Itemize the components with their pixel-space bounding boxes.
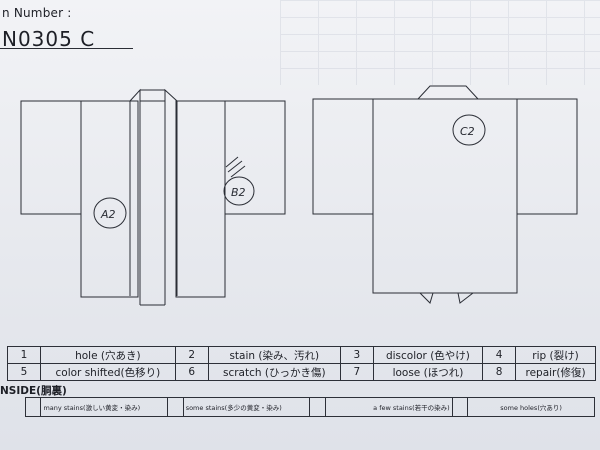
inside-level: some holes(穴あり) — [467, 397, 595, 417]
background-grid — [280, 0, 600, 85]
annotation-b2: B2 — [231, 186, 246, 199]
item-number-value: N0305 C — [2, 27, 96, 51]
legend-label: discolor (色やけ) — [372, 346, 484, 364]
legend-row: 5 color shifted(色移り) 6 scratch (ひっかき傷) 7… — [7, 363, 596, 381]
inside-level: a few stains(若干の染み) — [324, 397, 453, 417]
inside-level: some stains(多少の黄変・染み) — [182, 397, 311, 417]
legend-num: 4 — [482, 346, 517, 364]
checkbox-cell[interactable] — [309, 397, 326, 417]
legend-num: 8 — [482, 363, 517, 381]
inside-level: many stains(激しい黄変・染み) — [40, 397, 169, 417]
item-number-underline — [0, 48, 133, 49]
legend-label: hole (穴あき) — [40, 346, 176, 364]
back-view-outline — [312, 85, 578, 304]
inside-lining-table: many stains(激しい黄変・染み) some stains(多少の黄変・… — [24, 397, 595, 417]
item-number-label: n Number : — [2, 6, 72, 20]
kimono-diagram: A2 B2 C2 — [20, 85, 578, 306]
legend-num: 3 — [339, 346, 374, 364]
checkbox-cell[interactable] — [167, 397, 184, 417]
inside-lining-row: many stains(激しい黄変・染み) some stains(多少の黄変・… — [24, 397, 595, 417]
legend-label: color shifted(色移り) — [40, 363, 176, 381]
legend-row: 1 hole (穴あき) 2 stain (染み、汚れ) 3 discolor … — [7, 346, 596, 364]
legend-label: loose (ほつれ) — [372, 363, 484, 381]
legend-label: scratch (ひっかき傷) — [207, 363, 341, 381]
inside-lining-title: NSIDE(胴裏) — [0, 385, 67, 397]
legend-label: rip (裂け) — [515, 346, 596, 364]
legend-label: repair(修復) — [515, 363, 596, 381]
legend-num: 6 — [174, 363, 209, 381]
legend-num: 5 — [7, 363, 41, 381]
annotation-a2: A2 — [100, 208, 116, 221]
damage-legend-table: 1 hole (穴あき) 2 stain (染み、汚れ) 3 discolor … — [7, 346, 596, 381]
annotation-circle-c2 — [452, 114, 486, 146]
checkbox-cell[interactable] — [451, 397, 469, 417]
annotation-circle-a2 — [93, 197, 127, 229]
front-view-outline — [20, 88, 286, 306]
annotation-c2: C2 — [460, 125, 475, 138]
checkbox-cell[interactable] — [24, 397, 42, 417]
legend-num: 1 — [7, 346, 41, 364]
annotation-circle-b2 — [223, 176, 255, 206]
scratch-marks — [225, 156, 246, 178]
legend-num: 7 — [339, 363, 374, 381]
legend-num: 2 — [174, 346, 209, 364]
legend-label: stain (染み、汚れ) — [207, 346, 341, 364]
